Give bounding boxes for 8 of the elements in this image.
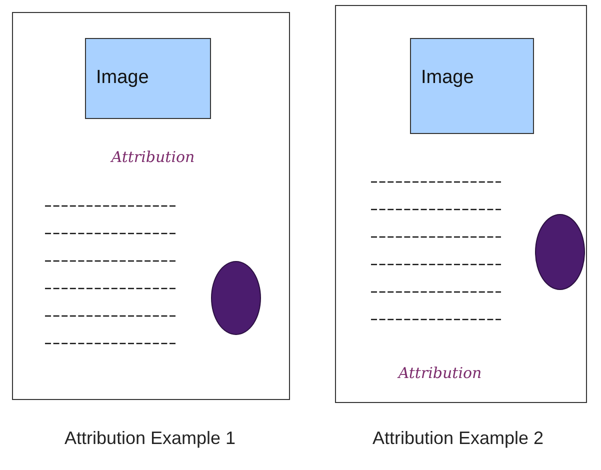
attribution-text: Attribution (398, 364, 482, 382)
attribution-text: Attribution (111, 148, 195, 166)
image-box: Image (85, 38, 211, 119)
page-frame (12, 12, 290, 400)
node-label: Attribution Example 1 (64, 428, 236, 449)
page-frame (335, 5, 587, 403)
image-box: Image (410, 38, 534, 134)
node-label: Attribution Example 2 (372, 428, 544, 449)
